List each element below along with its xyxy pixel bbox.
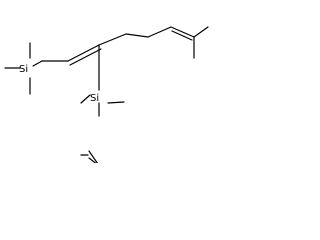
bond-terminal-alkene-2 <box>171 30 193 41</box>
atom-si-left: Si <box>19 64 28 75</box>
bond-si-bottom-methyl-left <box>80 94 91 104</box>
bond-si-left-ch2 <box>32 60 43 67</box>
bonds <box>4 26 209 163</box>
bond-gem-methyl-top <box>193 26 209 38</box>
bond-alkene-2 <box>69 48 102 66</box>
bond-si-left-methyl-down <box>88 157 97 163</box>
bond-chain-3 <box>147 26 172 38</box>
bond-si-bottom-methyl-right <box>107 101 125 104</box>
atom-labels: Si Si <box>19 64 99 104</box>
bond-chain-2 <box>125 33 149 38</box>
chemical-structure: Si Si <box>4 26 209 163</box>
bond-alkene-1 <box>67 44 100 62</box>
atom-si-bottom: Si <box>90 93 99 104</box>
bond-alkene-chain <box>98 33 127 46</box>
bond-si-left-methyl-top <box>88 150 99 163</box>
bond-terminal-alkene-1 <box>170 26 195 38</box>
